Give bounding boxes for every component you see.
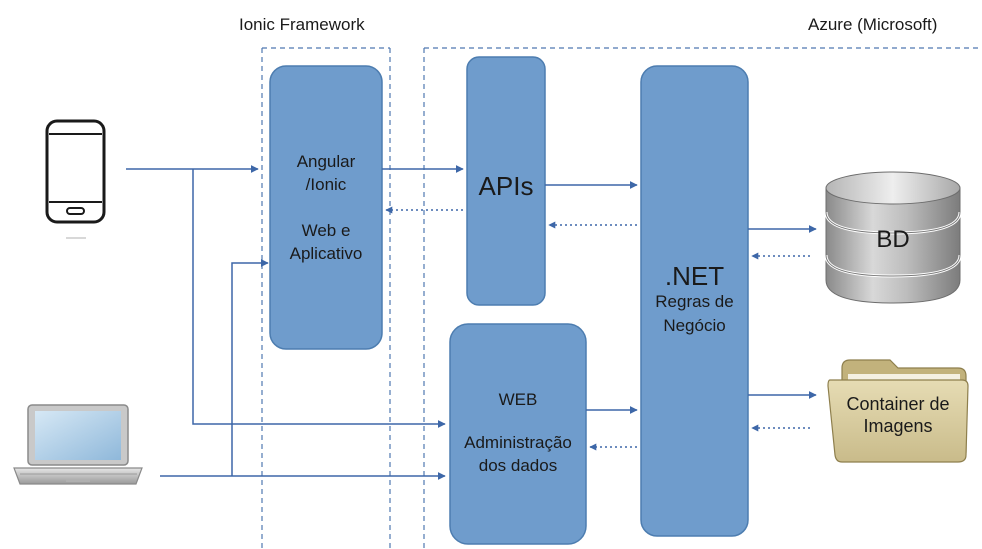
- container-label: Container de Imagens: [828, 393, 968, 437]
- dotnet-text: .NET Regras de Negócio: [636, 262, 753, 338]
- dotnet-title: .NET: [664, 261, 725, 291]
- angular-ionic-box: [269, 65, 383, 350]
- azure-label: Azure (Microsoft): [808, 15, 938, 34]
- ionic-framework-label: Ionic Framework: [239, 15, 365, 34]
- container-line2: Imagens: [863, 416, 933, 436]
- web-admin-box: [449, 323, 587, 545]
- smartphone-icon: [45, 119, 106, 239]
- apis-label: APIs: [478, 171, 534, 201]
- container-line1: Container de: [846, 394, 950, 414]
- database-cylinder-icon: [824, 171, 962, 304]
- angular-line3: Web e: [301, 221, 351, 240]
- angular-line4: Aplicativo: [289, 244, 363, 263]
- connectors: [126, 165, 817, 480]
- web-admin-text: WEB Administração dos dados: [450, 388, 586, 477]
- folder-icon: [827, 359, 969, 463]
- azure-region: [423, 47, 982, 549]
- dotnet-box: [640, 65, 749, 537]
- laptop-icon: [13, 404, 143, 485]
- apis-box: [466, 56, 546, 306]
- angular-line1: Angular: [296, 152, 356, 171]
- web-admin-line3: dos dados: [478, 456, 558, 475]
- angular-line2: /Ionic: [305, 175, 347, 194]
- angular-box-text: Angular /Ionic Web e Aplicativo: [270, 150, 382, 265]
- web-admin-line2: Administração: [464, 433, 572, 452]
- web-admin-line1: WEB: [498, 390, 538, 409]
- ionic-region: [261, 47, 391, 549]
- dotnet-line2: Negócio: [663, 316, 726, 335]
- dotnet-line1: Regras de: [655, 292, 734, 311]
- database-label: BD: [876, 226, 910, 253]
